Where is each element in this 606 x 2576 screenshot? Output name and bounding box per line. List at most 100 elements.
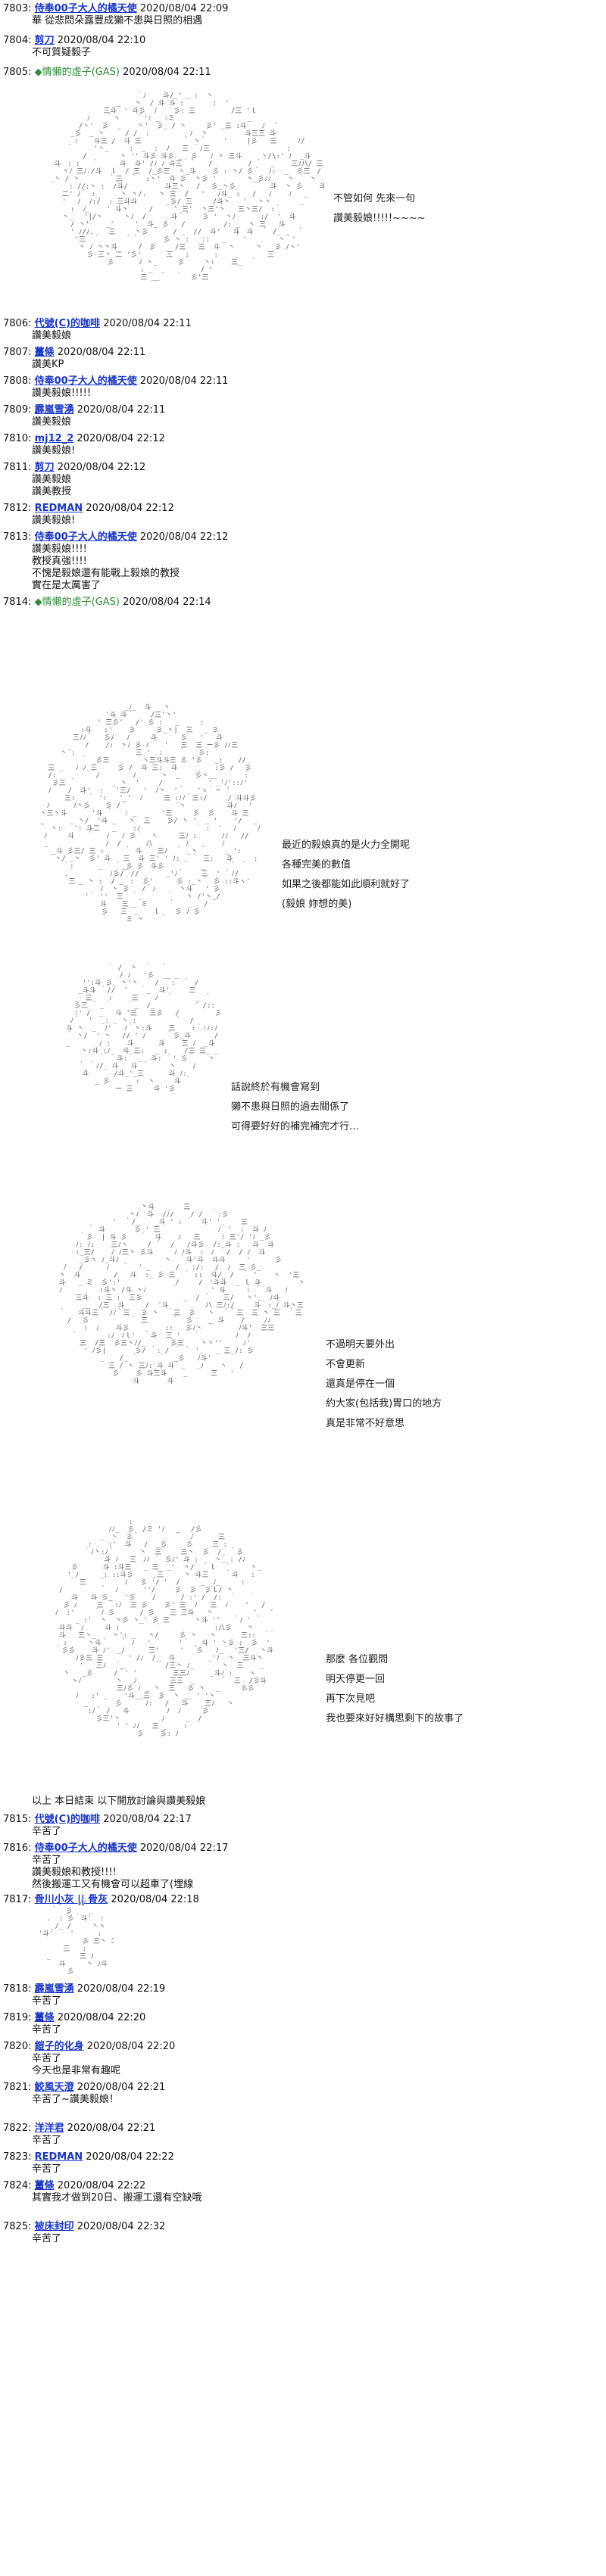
- post-number: 7816: [3, 1842, 29, 1854]
- post-text-line: 不愧是毅娘還有能戰上毅娘的教授: [32, 568, 180, 579]
- post-header: 7819: 薑條 2020/08/04 22:20: [3, 2012, 601, 2024]
- post-number: 7810: [3, 433, 29, 444]
- poster-name-link[interactable]: 侍奉00子大人的橘天使: [34, 531, 137, 543]
- post-header: 7805: ◆情懶的虛子(GAS) 2020/08/04 22:11: [3, 67, 601, 79]
- post-text-line: 然後搬運工又有機會可以超車了(埋線: [32, 1879, 194, 1890]
- poster-name-link[interactable]: 被床封印: [34, 2221, 74, 2232]
- post-separator: :: [28, 462, 32, 473]
- post-header: 7818: 霹嵐雪湧 2020/08/04 22:19: [3, 1983, 601, 1995]
- poster-name-link[interactable]: 鎧子的化身: [34, 2041, 84, 2052]
- post-body: 讚美KP: [3, 359, 601, 371]
- post-text-line: 實在是太厲害了: [32, 580, 102, 591]
- post-timestamp: 2020/08/04 22:11: [54, 347, 146, 358]
- poster-name-link[interactable]: 剪刀: [34, 35, 55, 46]
- post-separator: :: [28, 433, 32, 444]
- post-separator: :: [28, 1814, 32, 1825]
- post-number: 7815: [3, 1814, 29, 1825]
- dialogue-line: 那麼 各位觀問: [326, 1654, 389, 1665]
- post-body: 讚美毅娘!!!!教授真強!!!!不愧是毅娘還有能戰上毅娘的教授實在是太厲害了: [3, 544, 601, 592]
- post-header: 7808: 侍奉00子大人的橘天使 2020/08/04 22:11: [3, 375, 601, 388]
- dialogue-line: 再下次見吧: [326, 1693, 376, 1705]
- post-timestamp: 2020/08/04 22:18: [108, 1894, 199, 1905]
- post-number: 7813: [3, 531, 29, 543]
- poster-name-link[interactable]: 剪刀: [34, 462, 55, 473]
- poster-name-link[interactable]: mj12_2: [34, 433, 74, 444]
- poster-name-link[interactable]: 薑條: [34, 2180, 55, 2191]
- ascii-art-illustration: 丶斗 _ 三 丶ﾉ 斗 /ﾉ/ / / ｀:彡 ' ｀/_ _斗 ' : ｀ 斗…: [30, 1204, 303, 1385]
- post-timestamp: 2020/08/04 22:17: [100, 1814, 192, 1825]
- poster-name-link[interactable]: REDMAN: [34, 2151, 83, 2163]
- post-body: 辛苦了: [3, 2024, 601, 2036]
- post-header: 7807: 薑條 2020/08/04 22:11: [3, 347, 601, 359]
- story-dialogue: 話說終於有機會寫到獺不患與日照的過去關係了可得要好好的補完補完才行…: [231, 1078, 359, 1137]
- post-timestamp: 2020/08/04 22:12: [136, 531, 229, 543]
- post-separator: :: [28, 596, 32, 608]
- dialogue-line: 如果之後都能如此順利就好了: [282, 879, 411, 890]
- poster-name-link[interactable]: 洋洋君: [34, 2123, 64, 2134]
- poster-name-link[interactable]: 薑條: [34, 347, 55, 358]
- post-header: 7811: 剪刀 2020/08/04 22:12: [3, 462, 601, 474]
- post-timestamp: 2020/08/04 22:12: [54, 462, 146, 473]
- post-text-line: 讚美毅娘!: [32, 445, 76, 456]
- post-body: 讚美毅娘!: [3, 515, 601, 527]
- post-number: 7823: [3, 2151, 29, 2163]
- poster-name-link[interactable]: REDMAN: [34, 503, 83, 514]
- dialogue-line: 不過明天要外出: [326, 1339, 395, 1350]
- post-body: 讚美毅娘!!!!!: [3, 388, 601, 400]
- ascii-art-illustration: ｀ﾉ 斗/_' _ : 丶 _ 丶 / 斗 斗 : : ' 三斗｀' 斗彡 ﾉ …: [21, 92, 324, 282]
- dialogue-line: 還真是停在一個: [326, 1378, 395, 1390]
- post-header: 7804: 剪刀 2020/08/04 22:10: [3, 35, 601, 47]
- post-text-line: 讚美教授: [32, 486, 72, 497]
- poster-name-link[interactable]: 骨川小灰 || 骨灰: [34, 1894, 108, 1905]
- dialogue-line: 約大家(包括我)胃口的地方: [326, 1398, 442, 1409]
- post-text-line: 辛苦了: [32, 2053, 62, 2064]
- poster-name-link[interactable]: 侍奉00子大人的橘天使: [34, 3, 137, 14]
- post-number: 7812: [3, 503, 29, 514]
- post-text-line: 辛苦了: [32, 1995, 62, 2007]
- post: 7814: ◆情懶的虛子(GAS) 2020/08/04 22:14: [3, 596, 601, 609]
- post-separator: :: [28, 1894, 32, 1905]
- post-text-line: 讚美毅娘: [32, 330, 72, 341]
- poster-name-link[interactable]: 侍奉00子大人的橘天使: [34, 1842, 137, 1854]
- post-text-line: 不可質疑毅子: [32, 47, 92, 58]
- post-timestamp: 2020/08/04 22:11: [100, 318, 192, 329]
- post-separator: :: [28, 35, 32, 46]
- post-text-line: 辛苦了: [32, 2233, 62, 2244]
- post-timestamp: 2020/08/04 22:11: [73, 404, 166, 416]
- poster-name-link[interactable]: 霹嵐雪湧: [34, 1983, 74, 1995]
- post-body: 辛苦了: [3, 1995, 601, 2008]
- post-header: 7824: 薑條 2020/08/04 22:22: [3, 2180, 601, 2192]
- post-separator: :: [28, 3, 32, 14]
- post-text-line: 其實我才做到20日、搬運工還有空缺哦: [32, 2192, 202, 2204]
- post-timestamp: 2020/08/04 22:12: [83, 503, 174, 514]
- post-number: 7819: [3, 2012, 29, 2023]
- poster-name-link[interactable]: 薑條: [34, 2012, 55, 2023]
- post-number: 7820: [3, 2041, 29, 2052]
- ascii-art-illustration: _ﾉ_ 斗 丶 '斗 斗｀ /三'丶' ' 三彡' /' 彡 : _ : :斗 …: [15, 704, 265, 924]
- post-separator: :: [28, 347, 32, 358]
- post-number: 7804: [3, 35, 29, 46]
- dialogue-line: 不會更新: [326, 1359, 366, 1370]
- poster-name-link[interactable]: 霹嵐雪湧: [34, 404, 74, 416]
- poster-name-link: ◆情懶的虛子(GAS): [34, 67, 120, 78]
- post-number: 7814: [3, 596, 29, 608]
- dialogue-line: (毅娘 妳想的美): [282, 899, 352, 910]
- post: 7805: ◆情懶的虛子(GAS) 2020/08/04 22:11: [3, 67, 601, 79]
- post-number: 7803: [3, 3, 29, 14]
- post-text-line: 辛苦了: [32, 2135, 62, 2146]
- poster-name-link[interactable]: 代號(C)的咖啡: [34, 1814, 101, 1825]
- poster-name-link[interactable]: 侍奉00子大人的橘天使: [34, 375, 137, 387]
- post-timestamp: 2020/08/04 22:32: [73, 2221, 166, 2232]
- session-end-note: 以上 本日結束 以下開放討論與讚美毅娘: [32, 1796, 206, 1807]
- poster-name-link[interactable]: 鮫風天澄: [34, 2082, 74, 2093]
- post-separator: :: [28, 2221, 32, 2232]
- poster-name-link[interactable]: 代號(C)的咖啡: [34, 318, 101, 329]
- post-number: 7806: [3, 318, 29, 329]
